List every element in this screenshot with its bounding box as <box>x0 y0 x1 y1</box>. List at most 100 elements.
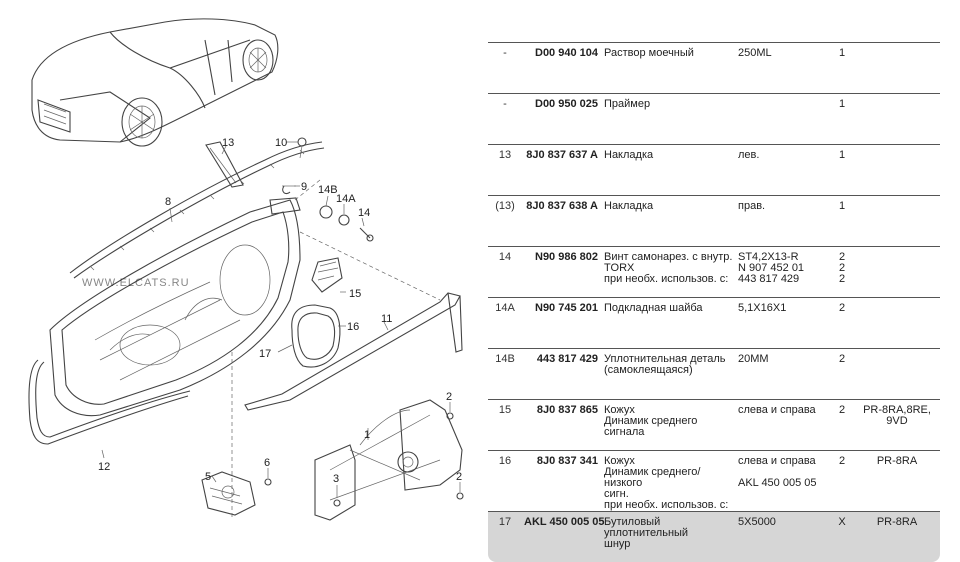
cell-note: лев. <box>736 145 830 196</box>
label-1: 1 <box>364 429 370 441</box>
cell-qty: 2 2 2 <box>830 247 854 298</box>
part-9 <box>282 186 296 194</box>
cell-cond <box>854 43 940 94</box>
cell-note: 5,1X16X1 <box>736 298 830 349</box>
cell-number: 8J0 837 638 A <box>522 196 602 247</box>
part-8-seal-strip <box>70 142 324 278</box>
cell-cond: PR-8RA <box>854 451 940 512</box>
cell-pos: 14A <box>488 298 522 349</box>
label-14: 14 <box>358 207 370 219</box>
cell-cond <box>854 247 940 298</box>
cell-number: D00 940 104 <box>522 43 602 94</box>
cell-number: N90 986 802 <box>522 247 602 298</box>
part-16-speaker-cover <box>292 305 340 367</box>
cell-number: 8J0 837 341 <box>522 451 602 512</box>
cell-note: прав. <box>736 196 830 247</box>
label-16: 16 <box>347 321 359 333</box>
cell-name: Накладка <box>602 196 736 247</box>
part-10-clip <box>298 138 306 158</box>
label-2-top: 2 <box>446 391 452 403</box>
cell-note <box>736 94 830 145</box>
bolts-2 <box>447 413 463 499</box>
cell-qty: 1 <box>830 94 854 145</box>
cell-pos: - <box>488 94 522 145</box>
cell-qty: 2 <box>830 400 854 451</box>
cell-cond <box>854 94 940 145</box>
cell-number: N90 745 201 <box>522 298 602 349</box>
cell-qty: 1 <box>830 43 854 94</box>
cell-pos: - <box>488 43 522 94</box>
cell-pos: 17 <box>488 512 522 562</box>
cell-cond <box>854 298 940 349</box>
cell-name: Кожух Динамик среднего сигнала <box>602 400 736 451</box>
label-17: 17 <box>259 348 271 360</box>
cell-name: Раствор моечный <box>602 43 736 94</box>
cell-name: Кожух Динамик среднего/низкого сигн. при… <box>602 451 736 512</box>
label-15: 15 <box>349 288 361 300</box>
cell-name: Праймер <box>602 94 736 145</box>
cell-name: Подкладная шайба <box>602 298 736 349</box>
cell-qty: 2 <box>830 298 854 349</box>
label-3: 3 <box>333 473 339 485</box>
cell-pos: 13 <box>488 145 522 196</box>
label-9: 9 <box>301 181 307 193</box>
cell-pos: 15 <box>488 400 522 451</box>
cell-note: ST4,2X13-R N 907 452 01 443 817 429 <box>736 247 830 298</box>
cell-number: 8J0 837 637 A <box>522 145 602 196</box>
cell-name: Уплотнительная деталь (самоклеящаяся) <box>602 349 736 400</box>
label-10: 10 <box>275 137 287 149</box>
cell-pos: (13) <box>488 196 522 247</box>
label-11: 11 <box>381 313 392 325</box>
door-parts-diagram: 13 10 9 8 14B 14A 14 15 16 17 11 12 1 2 … <box>0 0 488 541</box>
cell-number: AKL 450 005 05 <box>522 512 602 562</box>
cell-note: слева и справа <box>736 400 830 451</box>
car-thumbnail <box>32 19 278 146</box>
part-1-window-regulator <box>315 400 462 520</box>
part-11-window-seal <box>245 293 462 410</box>
cell-qty: 1 <box>830 196 854 247</box>
part-15-cover <box>312 258 342 292</box>
cell-cond <box>854 196 940 247</box>
cell-qty: 1 <box>830 145 854 196</box>
label-12: 12 <box>98 461 110 473</box>
label-2-bottom: 2 <box>456 471 462 483</box>
label-5: 5 <box>205 471 211 483</box>
cell-cond <box>854 145 940 196</box>
label-14b: 14B <box>318 184 338 196</box>
cell-cond: PR-8RA <box>854 512 940 562</box>
cell-cond: PR-8RA,8RE, 9VD <box>854 400 940 451</box>
cell-note: 250ML <box>736 43 830 94</box>
cell-number: 443 817 429 <box>522 349 602 400</box>
cell-number: D00 950 025 <box>522 94 602 145</box>
cell-note: 20MM <box>736 349 830 400</box>
leader-lines <box>102 142 460 498</box>
cell-qty: 2 <box>830 349 854 400</box>
watermark: WWW.ELCATS.RU <box>82 277 190 289</box>
cell-name: Бутиловый уплотнительный шнур <box>602 512 736 562</box>
cell-pos: 14 <box>488 247 522 298</box>
cell-name: Накладка <box>602 145 736 196</box>
cell-note: слева и справа AKL 450 005 05 <box>736 451 830 512</box>
bolt-6 <box>265 479 271 485</box>
cell-number: 8J0 837 865 <box>522 400 602 451</box>
cell-pos: 16 <box>488 451 522 512</box>
door-frame <box>50 198 300 416</box>
bolt-3 <box>334 500 340 506</box>
cell-name: Винт самонарез. с внутр. TORX при необх.… <box>602 247 736 298</box>
label-13: 13 <box>222 137 234 149</box>
label-8: 8 <box>165 196 171 208</box>
cell-cond <box>854 349 940 400</box>
label-14a: 14A <box>336 193 356 205</box>
